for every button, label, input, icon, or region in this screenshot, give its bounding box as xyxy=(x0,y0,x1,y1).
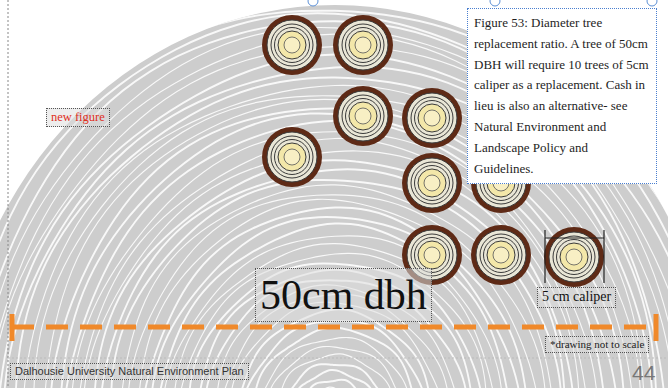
tree-ring xyxy=(267,20,317,70)
tree-ring xyxy=(493,247,509,263)
tree-ring xyxy=(476,230,526,280)
tree-ring xyxy=(560,243,588,271)
tree-ring xyxy=(275,140,310,175)
tree-ring xyxy=(342,24,384,66)
dimension-label: 50cm dbh xyxy=(255,268,432,322)
tree-ring xyxy=(418,169,446,197)
small-tree-section xyxy=(262,15,322,75)
document-footer: Dalhousie University Natural Environment… xyxy=(10,363,249,380)
scale-note: *drawing not to scale xyxy=(545,336,649,353)
tree-ring xyxy=(424,110,440,126)
tree-ring xyxy=(407,93,457,143)
dimension-tick xyxy=(10,314,15,341)
tree-ring xyxy=(411,97,453,139)
tree-ring xyxy=(275,28,310,63)
tree-ring xyxy=(278,143,306,171)
tree-ring xyxy=(271,24,313,66)
tree-ring xyxy=(267,132,317,182)
tree-ring xyxy=(402,153,462,213)
tree-ring xyxy=(349,102,377,130)
tree-ring xyxy=(415,101,450,136)
tree-ring xyxy=(278,31,306,59)
dimension-tick xyxy=(654,314,659,341)
tree-ring xyxy=(333,15,393,75)
caliper-line xyxy=(545,238,604,239)
small-tree-section xyxy=(402,88,462,148)
tree-ring xyxy=(342,95,384,137)
growth-ring xyxy=(282,364,389,388)
growth-ring xyxy=(267,346,404,388)
tree-ring xyxy=(415,166,450,201)
frame-line xyxy=(8,0,9,388)
growth-ring xyxy=(242,321,426,388)
tree-ring xyxy=(411,162,453,204)
dimension-label: 5 cm caliper xyxy=(537,287,616,308)
growth-ring xyxy=(137,199,539,388)
frame-line xyxy=(8,358,668,359)
tree-ring xyxy=(333,86,393,146)
tree-ring xyxy=(271,136,313,178)
handle xyxy=(647,0,657,6)
tree-ring xyxy=(544,227,604,287)
small-tree-section xyxy=(262,127,322,187)
tree-ring xyxy=(355,37,371,53)
small-tree-section xyxy=(402,153,462,213)
tree-ring xyxy=(418,104,446,132)
tree-ring xyxy=(346,28,381,63)
draft-note: new figure xyxy=(46,108,110,127)
caliper-marks xyxy=(545,230,604,283)
small-tree-section xyxy=(471,225,531,285)
tree-ring xyxy=(471,225,531,285)
tree-ring xyxy=(338,20,388,70)
small-tree-section xyxy=(333,15,393,75)
tree-ring xyxy=(262,15,322,75)
tree-ring xyxy=(549,232,599,282)
tree-ring xyxy=(407,158,457,208)
tree-ring xyxy=(284,149,300,165)
growth-ring xyxy=(141,208,528,388)
small-tree-section xyxy=(333,86,393,146)
tree-ring xyxy=(262,127,322,187)
growth-ring xyxy=(94,160,574,388)
tree-ring xyxy=(424,175,440,191)
tree-ring xyxy=(346,99,381,134)
tree-ring xyxy=(349,31,377,59)
tree-ring xyxy=(338,91,388,141)
growth-ring xyxy=(307,387,366,388)
page-number: 44 xyxy=(632,360,655,385)
tree-ring xyxy=(284,37,300,53)
dimension-dash xyxy=(12,325,656,330)
tree-ring xyxy=(566,249,582,265)
tree-ring xyxy=(484,238,519,273)
tree-ring xyxy=(355,108,371,124)
tree-ring xyxy=(557,240,592,275)
figure-caption: Figure 53: Diameter tree replacement rat… xyxy=(467,8,657,184)
tree-ring xyxy=(480,234,522,276)
tree-ring xyxy=(402,88,462,148)
handle xyxy=(490,0,500,6)
tree-ring xyxy=(424,247,440,263)
tree-ring xyxy=(487,241,515,269)
handle xyxy=(308,0,318,6)
tree-ring xyxy=(418,241,446,269)
small-tree-section xyxy=(544,227,604,287)
tree-ring xyxy=(553,236,595,278)
selection-handles xyxy=(308,0,657,6)
